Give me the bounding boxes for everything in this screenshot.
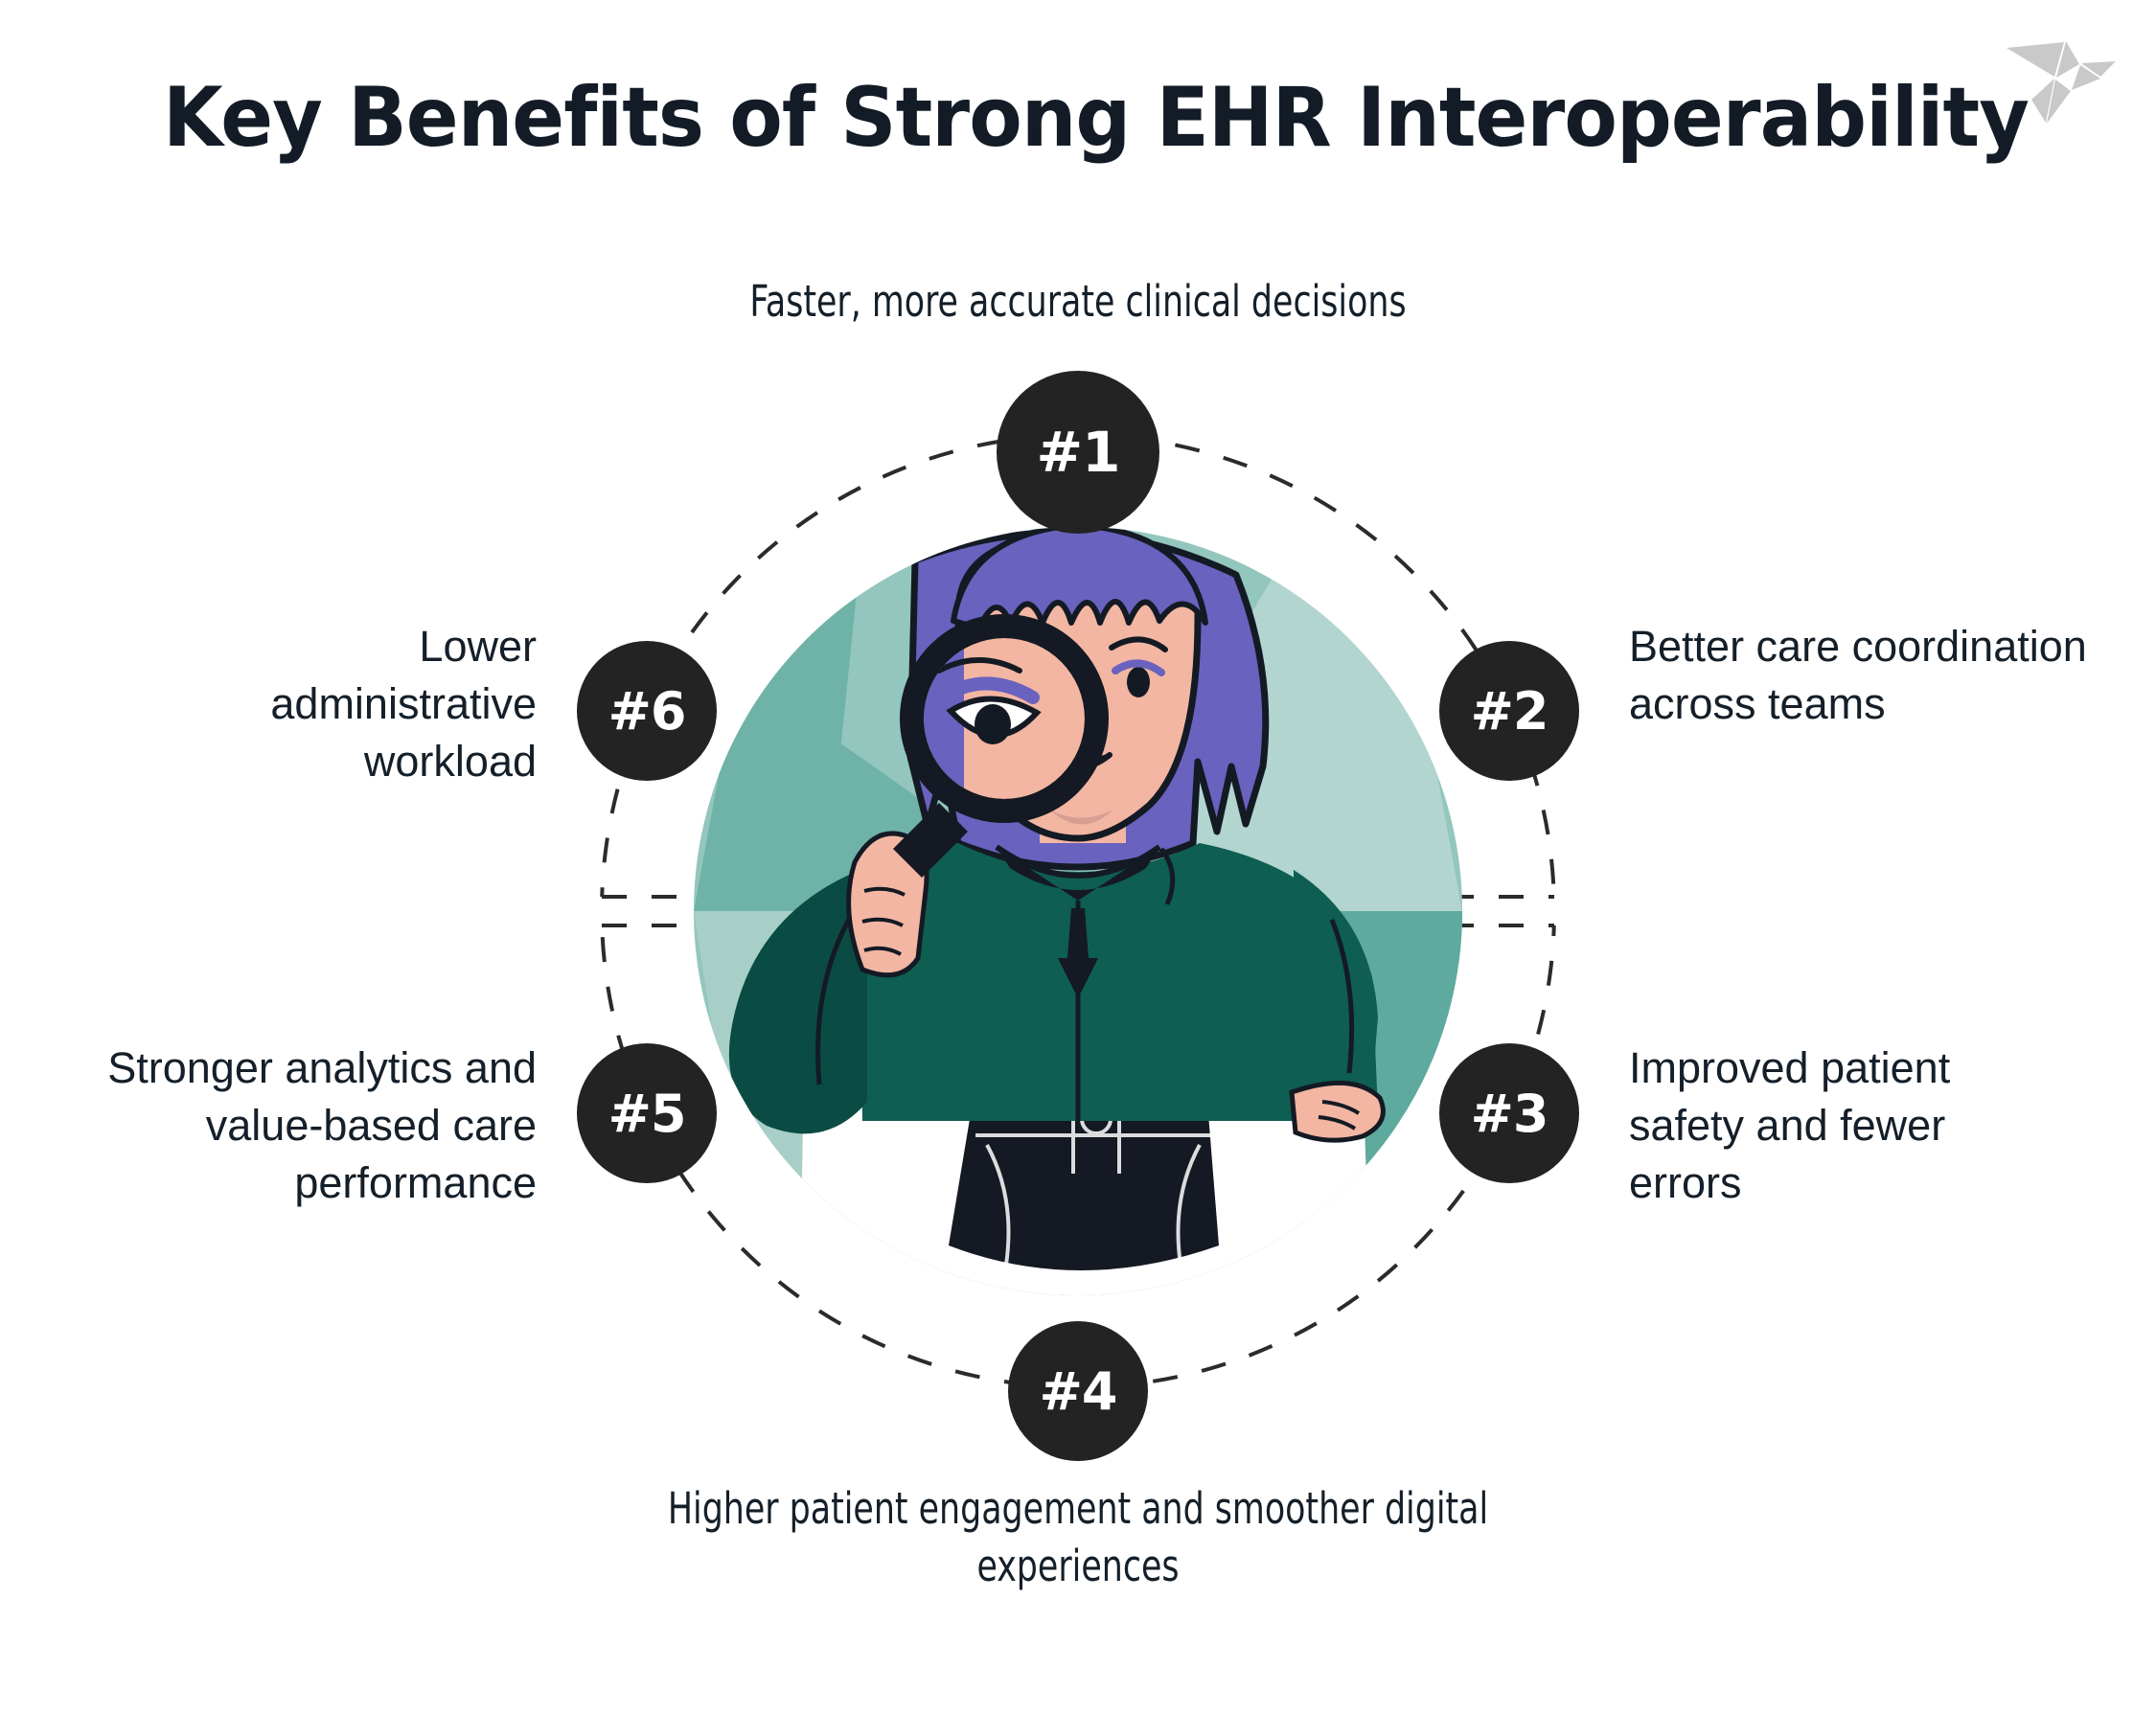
badge-label: #3 [1470, 1083, 1549, 1144]
benefit-label-6: Lower administrative workload [270, 622, 537, 786]
badge-label: #6 [608, 680, 687, 742]
badge-label: #2 [1470, 680, 1549, 742]
badge-benefit-5[interactable]: #5 [577, 1043, 717, 1183]
dashed-ring-top [600, 433, 1556, 897]
badge-label: #5 [608, 1083, 687, 1144]
benefit-label-5: Stronger analytics and value-based care … [107, 1043, 537, 1207]
badge-benefit-6[interactable]: #6 [577, 641, 717, 781]
benefit-label-2: Better care coordination across teams [1629, 622, 2087, 728]
badge-benefit-2[interactable]: #2 [1439, 641, 1579, 781]
badge-benefit-4[interactable]: #4 [1008, 1321, 1148, 1461]
badge-label: #4 [1039, 1360, 1118, 1422]
dashed-ring-bottom [600, 925, 1556, 1389]
origami-bird-logo [2005, 21, 2129, 126]
wheel-segments [694, 527, 1462, 1295]
benefit-label-4: Higher patient engagement and smoother d… [667, 1483, 1489, 1591]
benefit-label-1: Faster, more accurate clinical decisions [749, 276, 1407, 327]
page-title: Key Benefits of Strong EHR Interoperabil… [163, 70, 2030, 166]
benefit-label-3: Improved patient safety and fewer errors [1629, 1043, 1951, 1207]
badge-label: #1 [1036, 420, 1121, 485]
badge-benefit-3[interactable]: #3 [1439, 1043, 1579, 1183]
badge-benefit-1[interactable]: #1 [997, 371, 1159, 534]
woman-with-magnifying-glass-illustration [728, 527, 1386, 1295]
